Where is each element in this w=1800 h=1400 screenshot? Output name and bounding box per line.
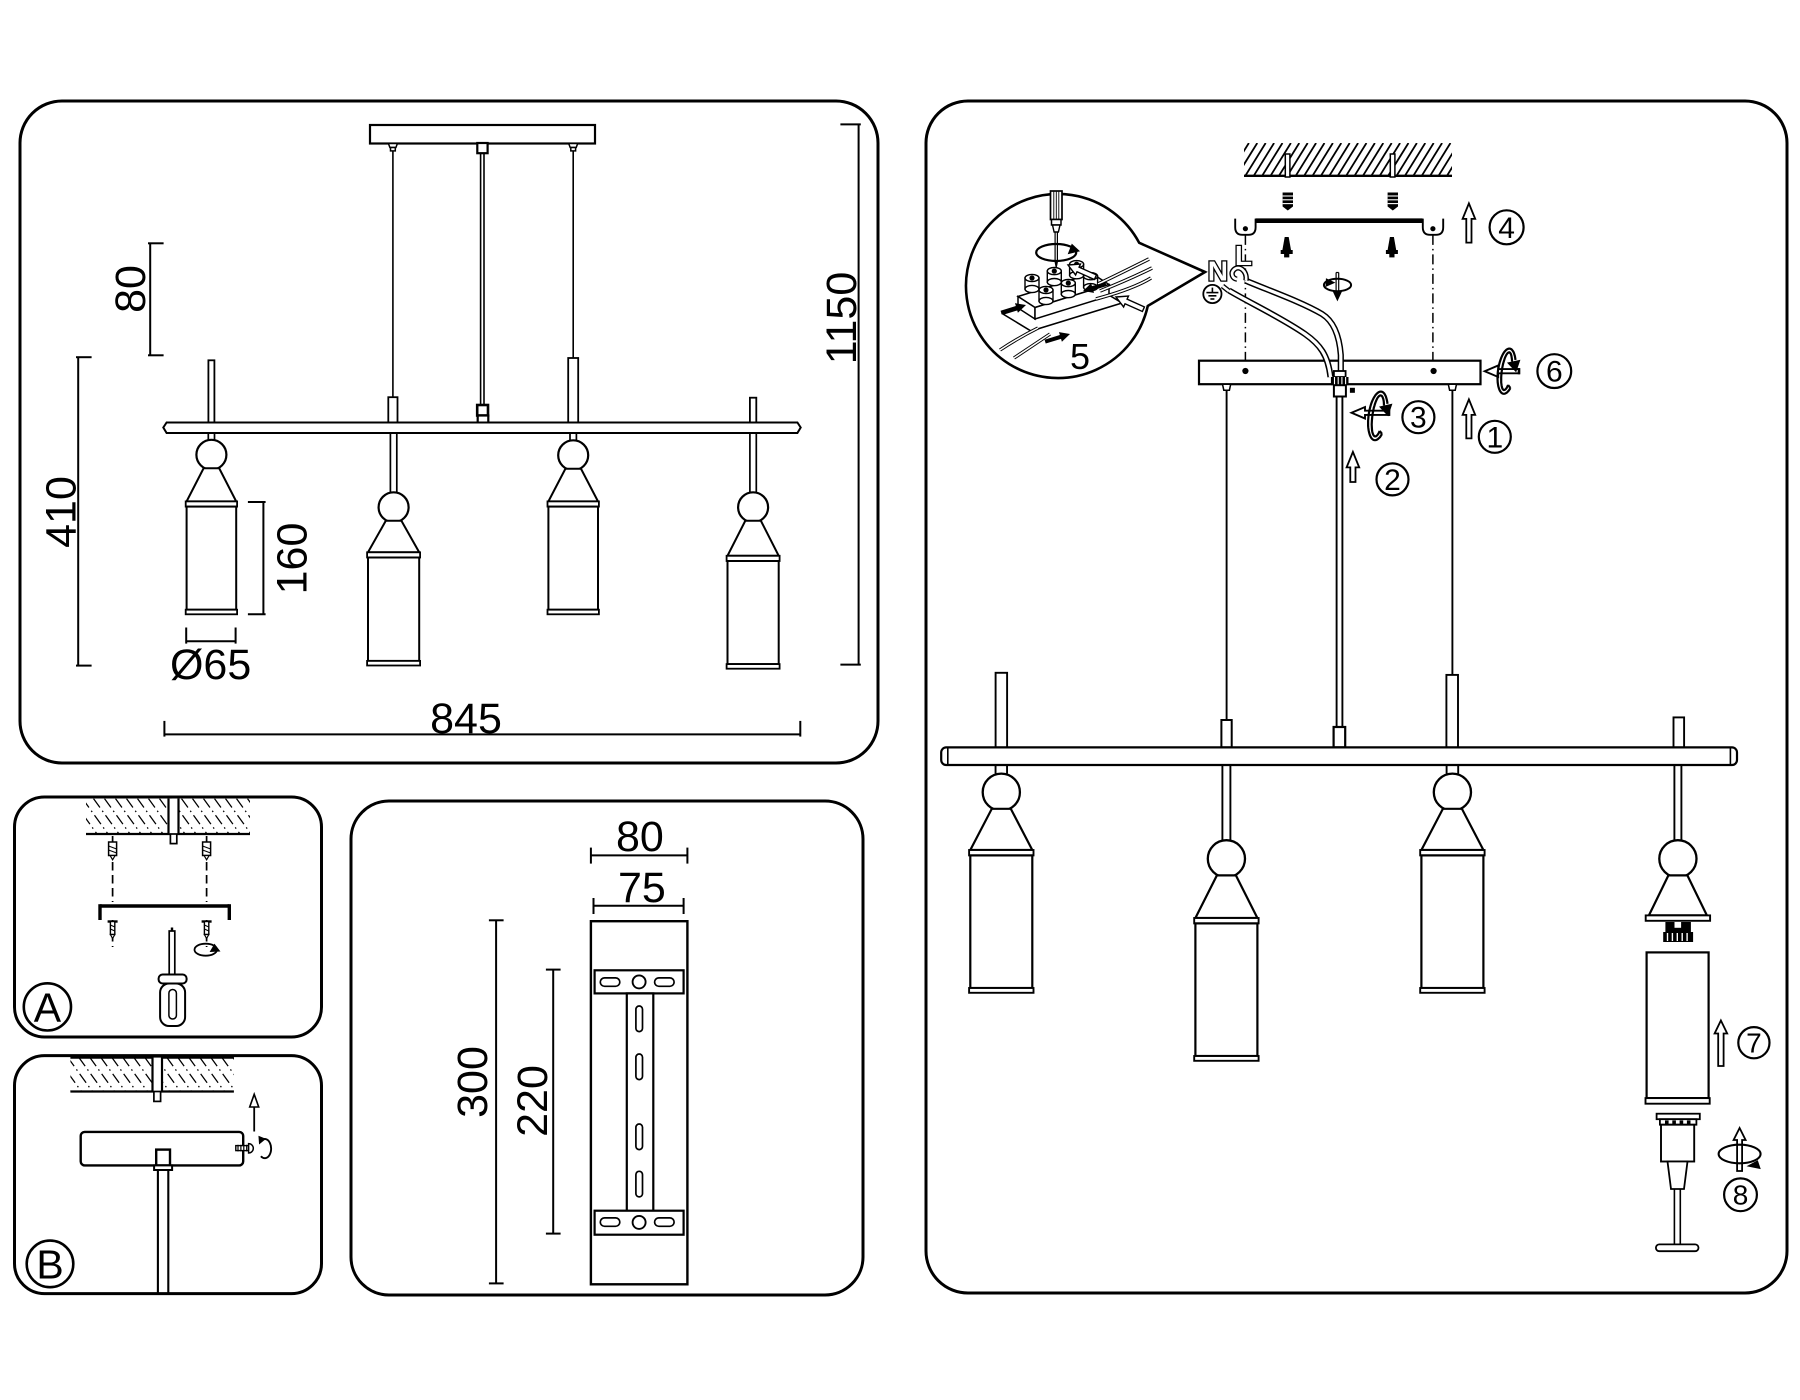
svg-text:B: B <box>36 1241 63 1287</box>
svg-text:845: 845 <box>430 695 502 743</box>
svg-text:220: 220 <box>509 1065 557 1137</box>
svg-text:7: 7 <box>1746 1028 1762 1059</box>
svg-text:410: 410 <box>38 476 86 548</box>
svg-text:1150: 1150 <box>818 272 866 364</box>
svg-text:L: L <box>1235 240 1252 271</box>
svg-text:160: 160 <box>269 523 317 595</box>
svg-text:8: 8 <box>1733 1180 1749 1211</box>
svg-text:2: 2 <box>1384 464 1401 497</box>
svg-text:6: 6 <box>1546 356 1563 389</box>
svg-text:5: 5 <box>1070 336 1090 377</box>
svg-text:4: 4 <box>1498 212 1515 245</box>
svg-text:Ø65: Ø65 <box>170 641 251 689</box>
svg-text:75: 75 <box>618 864 666 912</box>
svg-text:1: 1 <box>1486 421 1503 454</box>
svg-text:80: 80 <box>107 265 155 313</box>
svg-text:N: N <box>1208 256 1228 287</box>
svg-text:3: 3 <box>1410 402 1427 435</box>
svg-text:300: 300 <box>449 1046 497 1118</box>
svg-text:80: 80 <box>616 813 664 861</box>
svg-text:A: A <box>34 984 62 1030</box>
